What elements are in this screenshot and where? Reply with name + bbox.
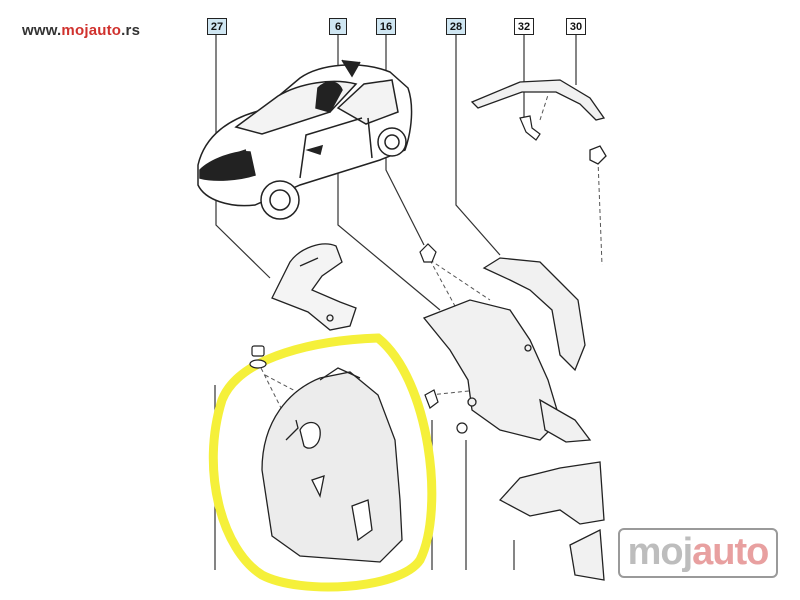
callout-16: 16 xyxy=(376,18,396,35)
callout-28: 28 xyxy=(446,18,466,35)
clip-lower xyxy=(424,389,468,434)
callout-6: 6 xyxy=(329,18,347,35)
clip-27 xyxy=(249,345,267,369)
callout-30: 30 xyxy=(566,18,586,35)
watermark-brand-a: moj xyxy=(627,531,694,573)
callout-27: 27 xyxy=(207,18,227,35)
highlight-circle xyxy=(208,333,437,592)
clip-32 xyxy=(519,115,541,141)
part-28-liner-assembly xyxy=(422,257,592,443)
part-main-liner xyxy=(261,367,403,563)
site-url-brand-a: moj xyxy=(61,22,89,39)
site-url-prefix: www. xyxy=(22,22,62,39)
part-27-shield xyxy=(271,243,357,331)
car-illustration xyxy=(197,59,413,220)
watermark-brand-b: auto xyxy=(692,531,769,573)
part-lower-right xyxy=(498,461,605,581)
site-url-brand-b: auto xyxy=(88,22,122,39)
callout-32: 32 xyxy=(514,18,534,35)
part-30-trim xyxy=(470,79,607,165)
site-url-suffix: .rs xyxy=(121,22,141,39)
watermark-logo: mojauto xyxy=(618,528,778,578)
clip-16 xyxy=(419,243,437,263)
site-url[interactable]: www.mojauto.rs xyxy=(22,22,140,39)
